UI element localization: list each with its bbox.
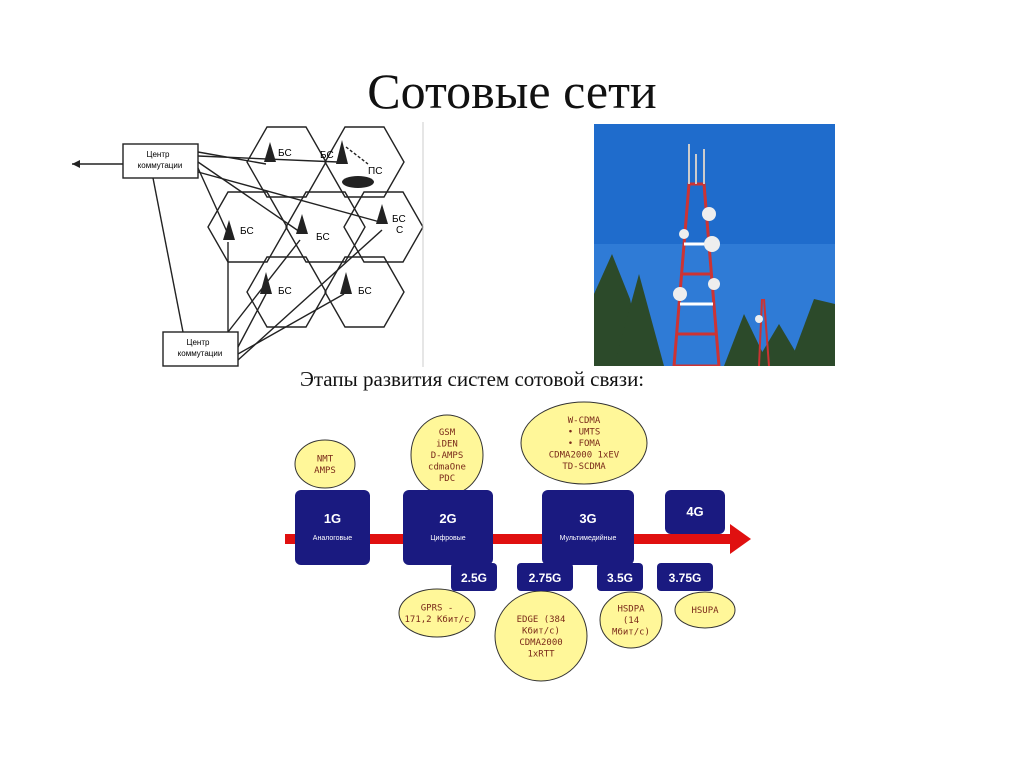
bubble-2-5g: GPRS -171,2 Кбит/с	[398, 588, 476, 638]
bubble-text: cdmaOne	[428, 463, 466, 473]
generation-label: 3G	[579, 511, 596, 526]
switch-center-top-label-1: Центр	[147, 150, 170, 159]
bubble-3-75g: HSUPA	[674, 591, 736, 629]
generation-label: 2G	[439, 511, 456, 526]
bubble-1g: NMT AMPS	[294, 439, 356, 489]
tower-photo	[594, 124, 835, 366]
bubble-text: 171,2 Кбит/с	[404, 614, 469, 625]
generation-box-3g: 3G Мультимедийные	[542, 490, 634, 565]
bs-label: БС	[316, 232, 330, 243]
bubble-text: • FOMA	[568, 439, 601, 449]
small-tower-icon	[755, 298, 770, 366]
bs-label: БС	[320, 150, 334, 161]
tower-icon	[223, 140, 388, 294]
intermediate-box-3-5g: 3.5G	[597, 563, 643, 591]
bubble-text: CDMA2000 1xEV	[549, 451, 620, 461]
generation-caption: Аналоговые	[313, 535, 353, 542]
bubble-text: GPRS -	[421, 603, 454, 613]
generation-caption: Мультимедийные	[560, 534, 617, 542]
bubble-text: 1xRTT	[527, 649, 555, 659]
bs-label: БС	[278, 286, 292, 297]
intermediate-box-2-5g: 2.5G	[451, 563, 497, 591]
intermediate-label: 2.75G	[529, 571, 562, 585]
cellular-network-diagram: Центр коммутации Центр коммутации БС БС …	[72, 122, 424, 367]
mobile-station-icon	[342, 176, 374, 188]
bs-label: БС	[278, 148, 292, 159]
intermediate-label: 3.5G	[607, 571, 633, 585]
bubble-text: NMT	[317, 454, 334, 464]
intermediate-generation-boxes: 2.5G 2.75G 3.5G 3.75G	[451, 563, 713, 591]
intermediate-label: 2.5G	[461, 571, 487, 585]
switch-center-top-label-2: коммутации	[138, 161, 183, 170]
bubble-text: (14	[623, 616, 639, 626]
timeline-arrow-head	[730, 524, 751, 554]
hex-cell	[246, 256, 327, 328]
trees-image	[594, 254, 835, 366]
switch-center-bottom-label-1: Центр	[187, 338, 210, 347]
subtitle: Этапы развития систем сотовой связи:	[300, 367, 645, 391]
bubble-text: Кбит/с)	[522, 625, 560, 636]
intermediate-box-3-75g: 3.75G	[657, 563, 713, 591]
bs-label-alt-2: С	[396, 225, 403, 236]
bubble-text: • UMTS	[568, 428, 601, 438]
bubble-text: iDEN	[436, 440, 458, 450]
ps-label: ПС	[368, 166, 382, 177]
bubble-text: GSM	[439, 428, 456, 438]
bubble-text: PDC	[439, 474, 455, 484]
hex-cell	[285, 191, 366, 263]
page-title: Сотовые сети	[367, 63, 657, 119]
bubble-text: HSDPA	[617, 605, 645, 615]
hex-cell	[343, 191, 424, 263]
generation-caption: Цифровые	[430, 535, 465, 542]
bubble-text: HSUPA	[691, 606, 719, 616]
intermediate-label: 3.75G	[669, 571, 702, 585]
bubble-text: Мбит/с)	[612, 627, 650, 638]
bs-label: БС	[358, 286, 372, 297]
bubble-text: TD-SCDMA	[562, 462, 606, 472]
bubble-text: CDMA2000	[519, 638, 562, 648]
tower-icon	[672, 144, 721, 366]
generation-box-1g: 1G Аналоговые	[295, 490, 370, 565]
hex-cell	[324, 256, 405, 328]
bubble-text: AMPS	[314, 466, 336, 476]
generation-boxes: 1G Аналоговые 2G Цифровые 3G Мультимедийные 4G	[295, 490, 725, 565]
hex-cell	[246, 126, 327, 198]
bs-label-alt-1: БС	[392, 214, 406, 225]
bubble-text: EDGE (384	[517, 615, 566, 625]
intermediate-box-2-75g: 2.75G	[517, 563, 573, 591]
switch-center-bottom-label-2: коммутации	[178, 349, 223, 358]
generation-label: 1G	[324, 511, 341, 526]
timeline-arrow	[285, 534, 730, 544]
generation-box-2g: 2G Цифровые	[403, 490, 493, 565]
bubble-text: W-CDMA	[568, 416, 601, 426]
generation-box-4g: 4G	[665, 490, 725, 534]
generation-label: 4G	[686, 504, 703, 519]
bubble-text: D-AMPS	[431, 451, 464, 461]
switch-center-bottom-box	[162, 331, 239, 367]
hex-cell	[207, 191, 288, 263]
bs-label: БС	[240, 226, 254, 237]
switch-center-top-box	[122, 143, 199, 179]
